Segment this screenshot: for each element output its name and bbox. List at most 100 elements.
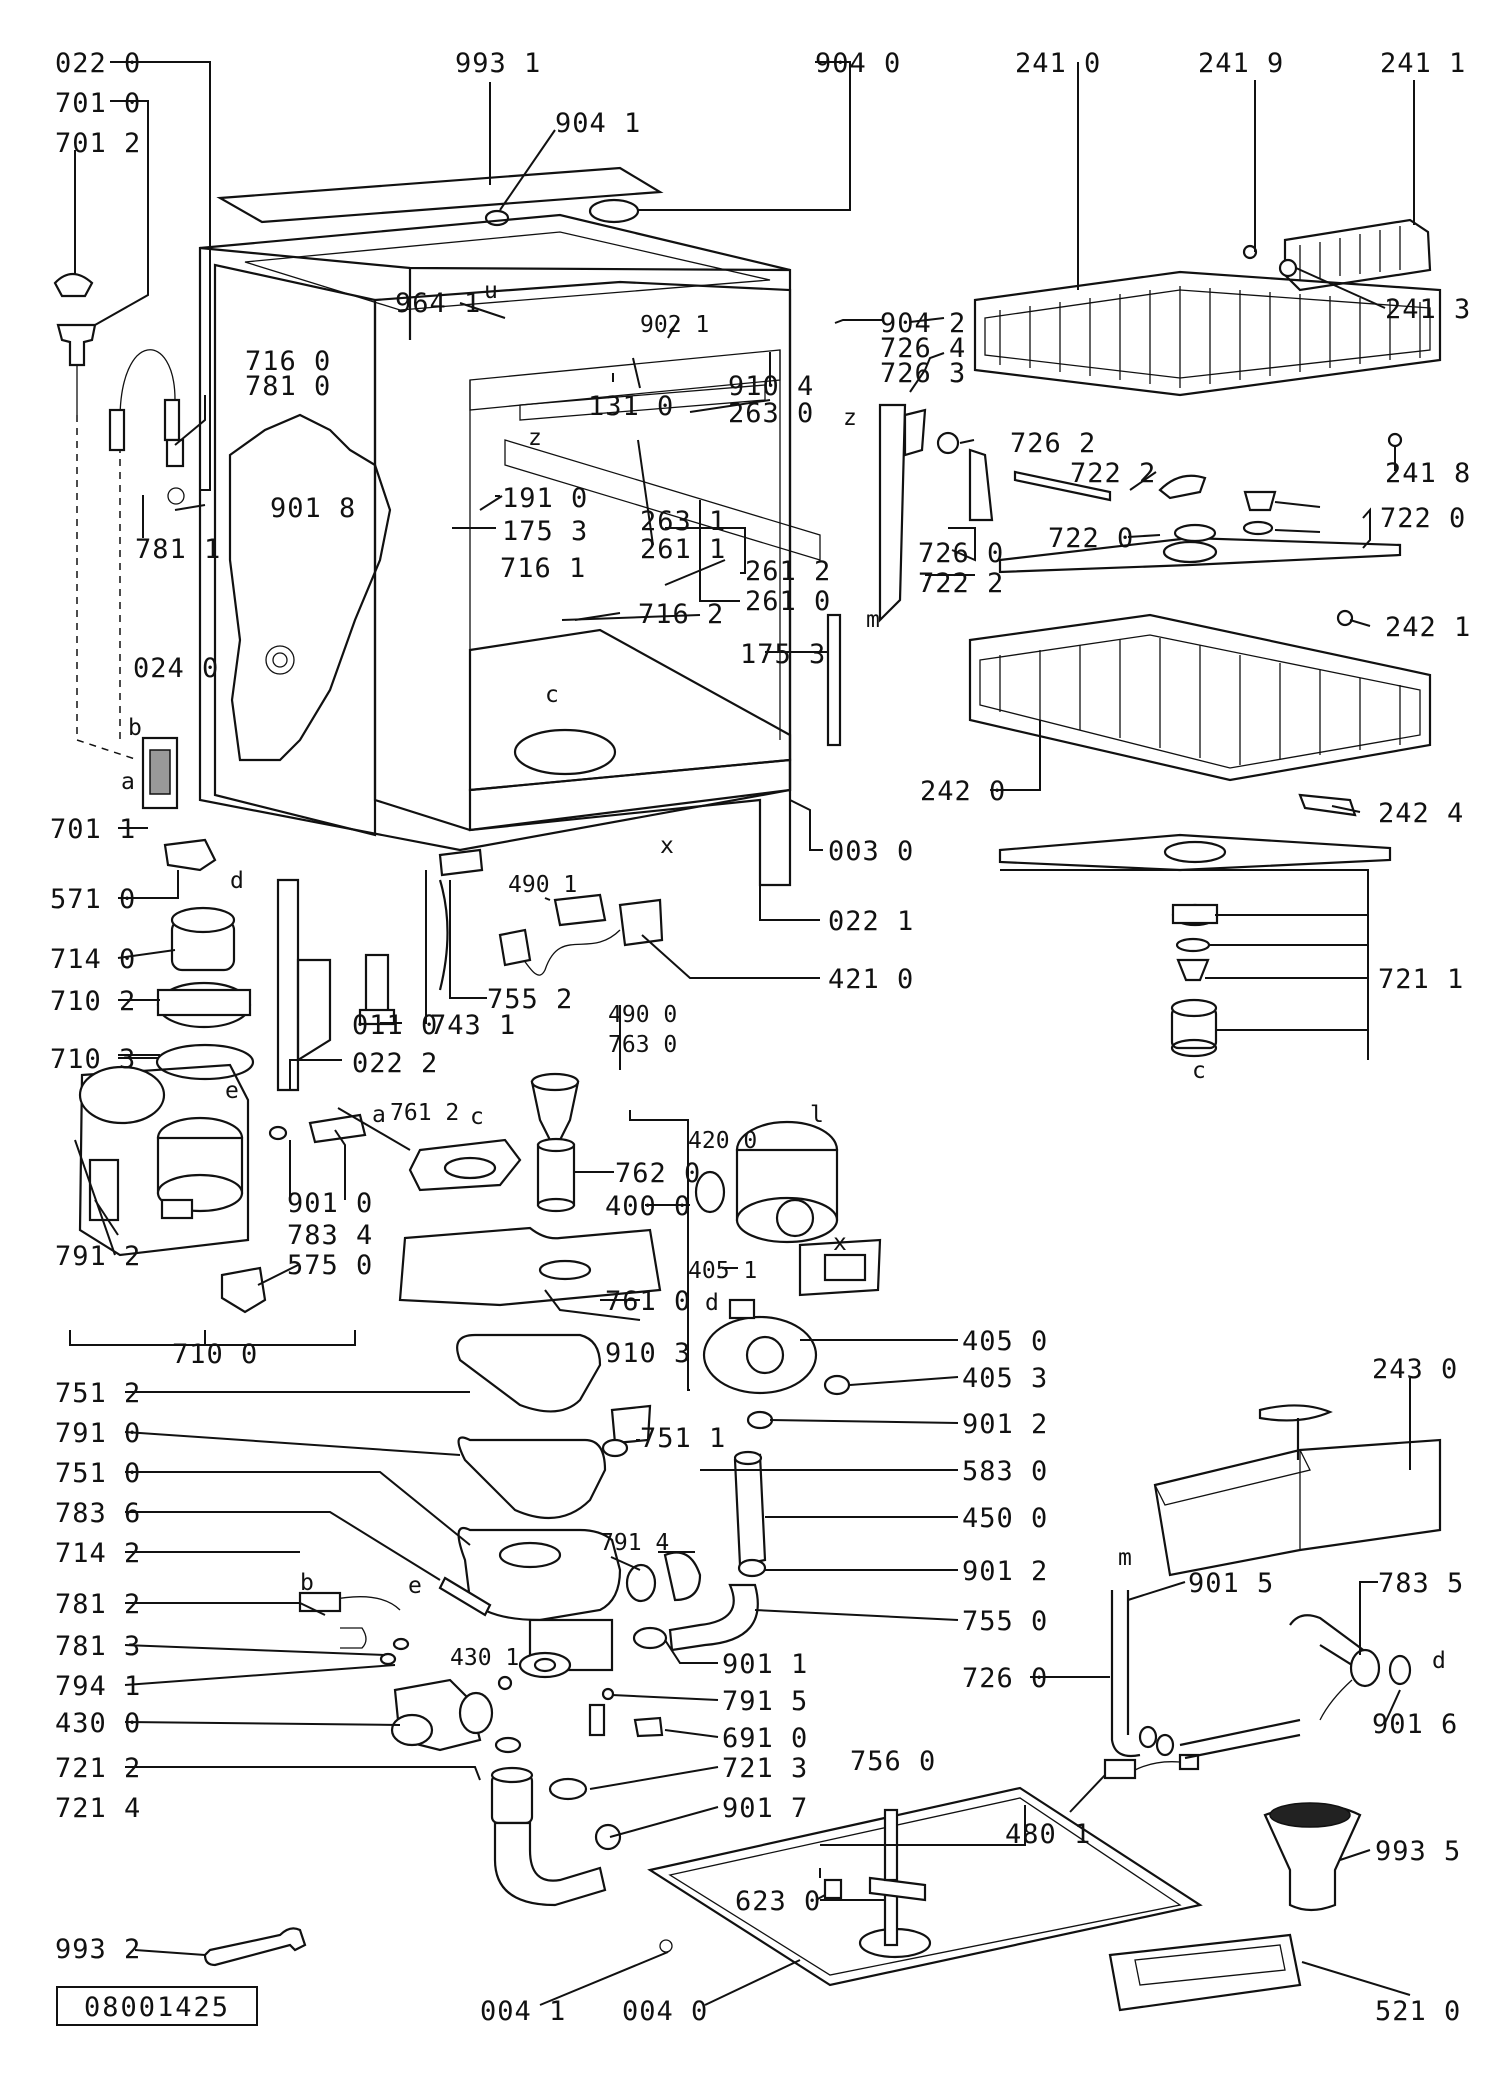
label-131-0: 131 0 [588, 391, 674, 422]
label-755-0: 755 0 [962, 1606, 1048, 1637]
label-480-1: 480 1 [1005, 1819, 1091, 1850]
label-575-0: 575 0 [287, 1250, 373, 1281]
label-910-4: 910 4 [728, 371, 814, 402]
label-011-0: 011 0 [352, 1010, 438, 1041]
label-901-2-lower: 901 2 [962, 1556, 1048, 1587]
label-993-1: 993 1 [455, 48, 541, 79]
label-263-0: 263 0 [728, 398, 814, 429]
label-241-0: 241 0 [1015, 48, 1101, 79]
label-910-3: 910 3 [605, 1338, 691, 1369]
letter-c-tub: c [545, 682, 559, 708]
label-726-0-lower: 726 0 [962, 1663, 1048, 1694]
label-714-2: 714 2 [55, 1538, 141, 1569]
label-791-2: 791 2 [55, 1241, 141, 1272]
letter-d-lower: d [1432, 1648, 1446, 1674]
label-716-2: 716 2 [638, 599, 724, 630]
label-716-1: 716 1 [500, 553, 586, 584]
label-751-0: 751 0 [55, 1458, 141, 1489]
label-751-1: 751 1 [640, 1423, 726, 1454]
letter-m-lower: m [1118, 1545, 1132, 1571]
label-781-3: 781 3 [55, 1631, 141, 1662]
label-710-0: 710 0 [172, 1339, 258, 1370]
label-722-0-right: 722 0 [1380, 503, 1466, 534]
label-261-0: 261 0 [745, 586, 831, 617]
label-726-4: 726 4 [880, 333, 966, 364]
label-004-1: 004 1 [480, 1996, 566, 2027]
label-722-2-upper: 722 2 [1070, 458, 1156, 489]
label-623-0: 623 0 [735, 1886, 821, 1917]
label-521-0: 521 0 [1375, 1996, 1461, 2027]
label-241-1: 241 1 [1380, 48, 1466, 79]
drawing-number-box [56, 1986, 258, 2026]
label-263-1: 263 1 [640, 506, 726, 537]
letter-c-filter: c [470, 1104, 484, 1130]
letter-d-pump: d [705, 1290, 719, 1316]
label-583-0: 583 0 [962, 1456, 1048, 1487]
label-241-8: 241 8 [1385, 458, 1471, 489]
label-191-0: 191 0 [502, 483, 588, 514]
drawing-number: 08001425 [84, 1992, 230, 2023]
label-241-9: 241 9 [1198, 48, 1284, 79]
label-904-1: 904 1 [555, 108, 641, 139]
letter-x-upper: x [660, 833, 674, 859]
letter-c-spray: c [1192, 1058, 1206, 1084]
label-794-1: 794 1 [55, 1671, 141, 1702]
part-drawings [53, 166, 1442, 2012]
letter-a-upper: a [121, 769, 135, 795]
label-490-1: 490 1 [508, 872, 577, 898]
letter-b-lower: b [300, 1570, 314, 1596]
connection-letters: z z u m b a c d x e a c x d c b e m d l [121, 278, 1446, 1674]
label-405-0: 405 0 [962, 1326, 1048, 1357]
label-261-1: 261 1 [640, 534, 726, 565]
label-022-2: 022 2 [352, 1048, 438, 1079]
label-904-2: 904 2 [880, 308, 966, 339]
letter-z-left: z [528, 425, 542, 451]
label-022-1: 022 1 [828, 906, 914, 937]
label-726-2: 726 2 [1010, 428, 1096, 459]
label-722-0-left: 722 0 [1048, 523, 1134, 554]
label-791-5: 791 5 [722, 1686, 808, 1717]
letter-a-lower: a [372, 1102, 386, 1128]
label-721-2: 721 2 [55, 1753, 141, 1784]
label-691-0: 691 0 [722, 1723, 808, 1754]
label-175-3-right: 175 3 [740, 639, 826, 670]
label-421-0: 421 0 [828, 964, 914, 995]
label-993-2: 993 2 [55, 1934, 141, 1965]
label-993-5: 993 5 [1375, 1836, 1461, 1867]
label-430-1: 430 1 [450, 1645, 519, 1671]
label-261-2: 261 2 [745, 556, 831, 587]
label-714-0: 714 0 [50, 944, 136, 975]
letter-u: u [484, 278, 498, 304]
label-004-0: 004 0 [622, 1996, 708, 2027]
leader-lines [69, 61, 1415, 2006]
label-722-2-lower: 722 2 [918, 568, 1004, 599]
label-721-1: 721 1 [1378, 964, 1464, 995]
label-791-0: 791 0 [55, 1418, 141, 1449]
label-726-0-upper: 726 0 [918, 538, 1004, 569]
label-490-0: 490 0 [608, 1002, 677, 1028]
label-763-0: 763 0 [608, 1032, 677, 1058]
label-755-2: 755 2 [487, 984, 573, 1015]
letter-l-motor: l [810, 1102, 824, 1128]
label-400-0: 400 0 [605, 1191, 691, 1222]
letter-z-right: z [843, 405, 857, 431]
label-751-2: 751 2 [55, 1378, 141, 1409]
label-022-0: 022 0 [55, 48, 141, 79]
label-901-7: 901 7 [722, 1793, 808, 1824]
label-726-3: 726 3 [880, 358, 966, 389]
label-024-0: 024 0 [133, 653, 219, 684]
label-756-0: 756 0 [850, 1746, 936, 1777]
letter-d-upper: d [230, 868, 244, 894]
letter-x-lower: x [833, 1230, 847, 1256]
label-761-0: 761 0 [605, 1286, 691, 1317]
label-781-0: 781 0 [245, 371, 331, 402]
letter-m-upper: m [866, 607, 880, 633]
label-701-2: 701 2 [55, 128, 141, 159]
label-716-0: 716 0 [245, 346, 331, 377]
label-710-2: 710 2 [50, 986, 136, 1017]
label-783-6: 783 6 [55, 1498, 141, 1529]
label-571-0: 571 0 [50, 884, 136, 915]
label-430-0: 430 0 [55, 1708, 141, 1739]
label-710-3: 710 3 [50, 1044, 136, 1075]
